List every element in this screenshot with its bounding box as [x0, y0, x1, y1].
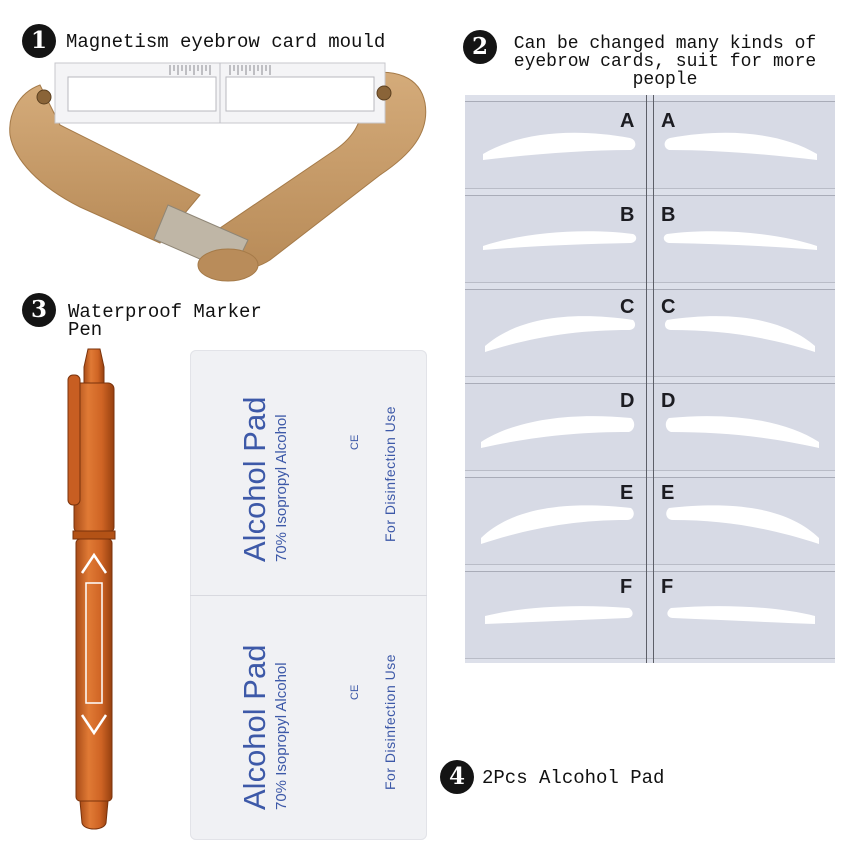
ruler-marks-right [229, 65, 271, 75]
pad-title: Alcohol Pad [237, 644, 272, 810]
stencil-row-f: F F [465, 571, 835, 659]
marker-pen-illustration [67, 348, 116, 830]
alcohol-pad-upper: Alcohol Pad 70% Isopropyl Alcohol [237, 396, 292, 562]
pad-usage: For Disinfection Use [382, 653, 398, 790]
fold-line-right [653, 95, 654, 663]
brow-shape-left [485, 606, 633, 624]
stencil-row-d: D D [465, 383, 835, 471]
stencil-letter-left: C [620, 296, 635, 318]
stencil-letter-right: A [661, 110, 676, 132]
stencil-row-e: E E [465, 477, 835, 565]
pad-usage-lower: For Disinfection Use [380, 654, 399, 790]
stencil-letter-right: B [661, 204, 676, 226]
alcohol-pad-lower: Alcohol Pad 70% Isopropyl Alcohol [237, 644, 292, 810]
stencil-letter-left: A [620, 110, 635, 132]
stencil-row-c: C C [465, 289, 835, 377]
brow-shape-right [664, 316, 815, 352]
stencil-letter-left: E [620, 482, 634, 504]
stencil-row-b: B B [465, 195, 835, 283]
brow-shape-left [483, 132, 636, 160]
alcohol-pad-sheet: Alcohol Pad 70% Isopropyl Alcohol CE For… [190, 350, 427, 840]
brow-shape-right [664, 132, 817, 160]
stencil-letter-right: D [661, 390, 676, 412]
pad-subtitle: 70% Isopropyl Alcohol [273, 662, 290, 810]
stencil-letter-right: F [661, 576, 674, 598]
pad-usage: For Disinfection Use [382, 405, 398, 542]
brow-shape-left [483, 231, 637, 250]
caption-4: 2Pcs Alcohol Pad [482, 767, 665, 789]
brow-shape-right [663, 231, 817, 250]
badge-4: 4 [440, 760, 474, 794]
badge-1: 1 [22, 24, 56, 58]
ce-mark: CE [349, 684, 361, 700]
pad-title: Alcohol Pad [237, 396, 272, 562]
stencil-letter-left: F [620, 576, 633, 598]
stencil-letter-left: B [620, 204, 635, 226]
stencil-letter-right: E [661, 482, 675, 504]
caption-1: Magnetism eyebrow card mould [66, 31, 386, 53]
brow-shape-left [481, 416, 635, 448]
brow-shape-left [485, 316, 636, 352]
pad-divider [190, 595, 427, 596]
stencil-row-a: A A [465, 101, 835, 189]
eyebrow-mould-illustration [9, 62, 427, 282]
brow-shape-right [665, 416, 819, 448]
pad-ce-lower: CE [343, 685, 362, 700]
brow-shape-left [481, 505, 634, 544]
ruler-marks-left [169, 65, 211, 75]
pad-subtitle: 70% Isopropyl Alcohol [273, 414, 290, 562]
badge-3: 3 [22, 293, 56, 327]
pad-usage-upper: For Disinfection Use [380, 406, 399, 542]
ce-mark: CE [349, 434, 361, 450]
fold-line-left [646, 95, 647, 663]
eyebrow-stencil-sheet: A A B B C C D D E E F F [465, 95, 835, 663]
badge-2: 2 [463, 30, 497, 64]
pad-ce-upper: CE [343, 435, 362, 450]
caption-3: Waterproof Marker Pen [68, 301, 262, 341]
brow-shape-right [667, 606, 815, 624]
brow-shape-right [666, 505, 819, 544]
stencil-letter-right: C [661, 296, 676, 318]
caption-2: Can be changed many kinds of eyebrow car… [513, 34, 817, 90]
stencil-letter-left: D [620, 390, 635, 412]
